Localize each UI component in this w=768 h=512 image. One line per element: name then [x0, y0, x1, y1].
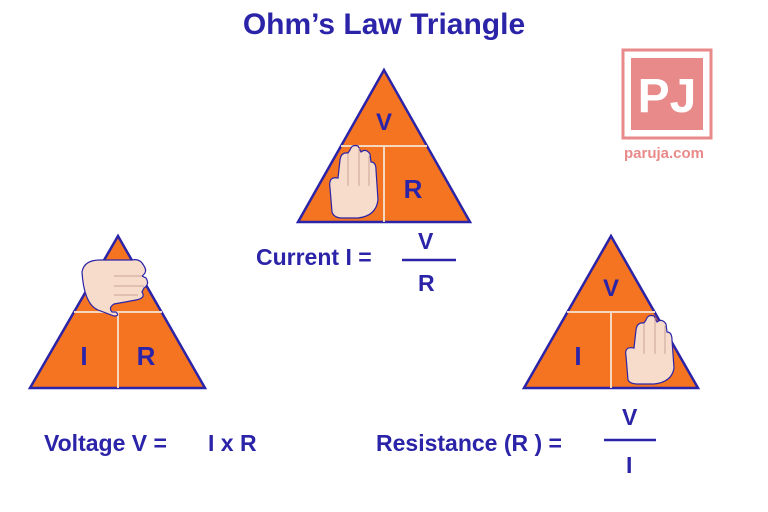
- hand-icon: [81, 259, 149, 317]
- triangle-left-letter-right: R: [137, 341, 156, 371]
- triangle-right: V I: [521, 233, 701, 390]
- resistance-numerator: V: [622, 404, 638, 430]
- hand-icon: [625, 314, 675, 385]
- logo-mark: PJ: [638, 70, 697, 123]
- resistance-denominator: I: [626, 452, 633, 478]
- triangle-top-letter-right: R: [404, 174, 423, 204]
- triangle-left: I R: [27, 233, 208, 390]
- hand-icon: [329, 144, 379, 219]
- voltage-label: Voltage V =: [44, 430, 167, 456]
- triangle-top: V R: [295, 67, 473, 224]
- logo-url: paruja.com: [624, 145, 705, 162]
- voltage-expression: I x R: [208, 430, 257, 456]
- triangle-top-letter-top: V: [376, 109, 392, 136]
- current-label: Current I =: [256, 244, 372, 270]
- current-denominator: R: [418, 270, 435, 296]
- current-numerator: V: [418, 228, 434, 254]
- page-title: Ohm’s Law Triangle: [242, 8, 526, 41]
- resistance-label: Resistance (R ) =: [376, 430, 562, 456]
- triangle-right-letter-left: I: [574, 341, 581, 371]
- triangle-right-letter-top: V: [603, 275, 619, 302]
- paruja-logo: PJ: [621, 48, 713, 140]
- triangle-left-letter-left: I: [80, 341, 87, 371]
